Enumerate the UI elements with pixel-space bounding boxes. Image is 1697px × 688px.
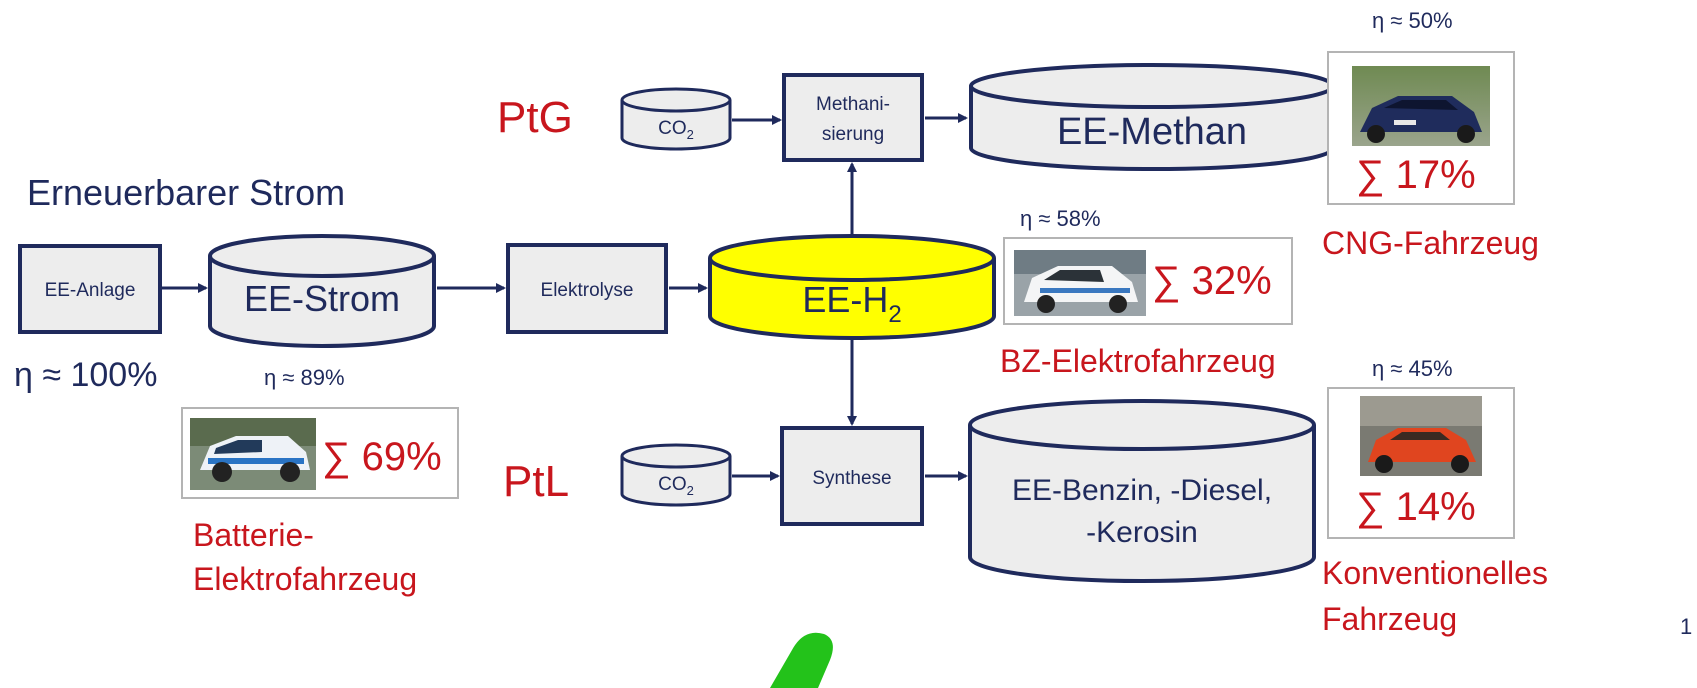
co2-top-label: CO2 bbox=[658, 118, 694, 142]
car-photo-icon bbox=[190, 418, 316, 490]
cng-sum: ∑ 17% bbox=[1356, 153, 1476, 197]
ptg-label: PtG bbox=[497, 93, 573, 142]
battery-sum: ∑ 69% bbox=[322, 435, 442, 479]
battery-vehicle-card: ∑ 69% bbox=[181, 407, 459, 499]
conventional-vehicle-card: ∑ 14% bbox=[1327, 387, 1515, 539]
ee-methan-label: EE-Methan bbox=[1057, 111, 1247, 153]
ee-h2-storage: EE-H2 bbox=[708, 234, 996, 340]
fuelcell-vehicle-card: ∑ 32% bbox=[1003, 237, 1293, 325]
efficiency-fuels: η ≈ 45% bbox=[1372, 356, 1453, 381]
fuelcell-vehicle-label: BZ-Elektrofahrzeug bbox=[1000, 343, 1276, 379]
methanisierung-box: Methani- sierung bbox=[782, 73, 924, 162]
ee-strom-storage: EE-Strom bbox=[208, 234, 436, 348]
co2-bottom-label: CO2 bbox=[658, 474, 694, 498]
ee-fuels-label-2: -Kerosin bbox=[1086, 516, 1198, 549]
ee-h2-label-main: EE-H bbox=[802, 279, 888, 320]
battery-vehicle-label-1: Batterie- bbox=[193, 517, 314, 553]
ee-h2-label: EE-H2 bbox=[802, 279, 901, 328]
co2-storage-bottom: CO2 bbox=[620, 443, 732, 507]
ee-fuels-storage: EE-Benzin, -Diesel, -Kerosin bbox=[968, 399, 1316, 583]
ee-h2-label-sub: 2 bbox=[888, 301, 901, 328]
cng-vehicle-card: ∑ 17% bbox=[1327, 51, 1515, 205]
ee-anlage-label: EE-Anlage bbox=[45, 280, 136, 301]
classic-car-photo-icon bbox=[1360, 396, 1482, 476]
ptl-label: PtL bbox=[503, 457, 569, 506]
efficiency-strom: η ≈ 89% bbox=[264, 365, 345, 390]
co2-top-sub: 2 bbox=[687, 127, 694, 142]
efficiency-h2: η ≈ 58% bbox=[1020, 206, 1101, 231]
efficiency-methan: η ≈ 50% bbox=[1372, 8, 1453, 33]
ee-methan-storage: EE-Methan bbox=[969, 63, 1335, 171]
co2-bottom-main: CO bbox=[658, 474, 687, 495]
co2-bottom-sub: 2 bbox=[687, 483, 694, 498]
elektrolyse-label: Elektrolyse bbox=[541, 280, 634, 301]
ee-fuels-label-1: EE-Benzin, -Diesel, bbox=[1012, 474, 1272, 507]
methanisierung-label-2: sierung bbox=[822, 124, 884, 145]
ee-strom-label: EE-Strom bbox=[244, 278, 400, 319]
battery-vehicle-label-2: Elektrofahrzeug bbox=[193, 561, 417, 597]
co2-storage-top: CO2 bbox=[620, 87, 732, 151]
synthese-label: Synthese bbox=[812, 468, 891, 489]
conventional-sum: ∑ 14% bbox=[1356, 485, 1476, 529]
fuelcell-sum: ∑ 32% bbox=[1152, 259, 1272, 303]
green-leaf-shape bbox=[770, 632, 833, 688]
page-number: 1 bbox=[1680, 614, 1692, 639]
cng-vehicle-label: CNG-Fahrzeug bbox=[1322, 225, 1539, 261]
co2-top-main: CO bbox=[658, 118, 687, 139]
elektrolyse-box: Elektrolyse bbox=[506, 243, 668, 334]
suv-photo-icon bbox=[1014, 250, 1146, 316]
conventional-vehicle-label-1: Konventionelles bbox=[1322, 555, 1548, 591]
synthese-box: Synthese bbox=[780, 426, 924, 526]
sedan-photo-icon bbox=[1352, 66, 1490, 146]
diagram-title: Erneuerbarer Strom bbox=[27, 172, 345, 213]
methanisierung-label-1: Methani- bbox=[816, 94, 890, 115]
efficiency-anlage: η ≈ 100% bbox=[14, 356, 157, 394]
conventional-vehicle-label-2: Fahrzeug bbox=[1322, 601, 1457, 637]
ee-anlage-box: EE-Anlage bbox=[18, 244, 162, 334]
